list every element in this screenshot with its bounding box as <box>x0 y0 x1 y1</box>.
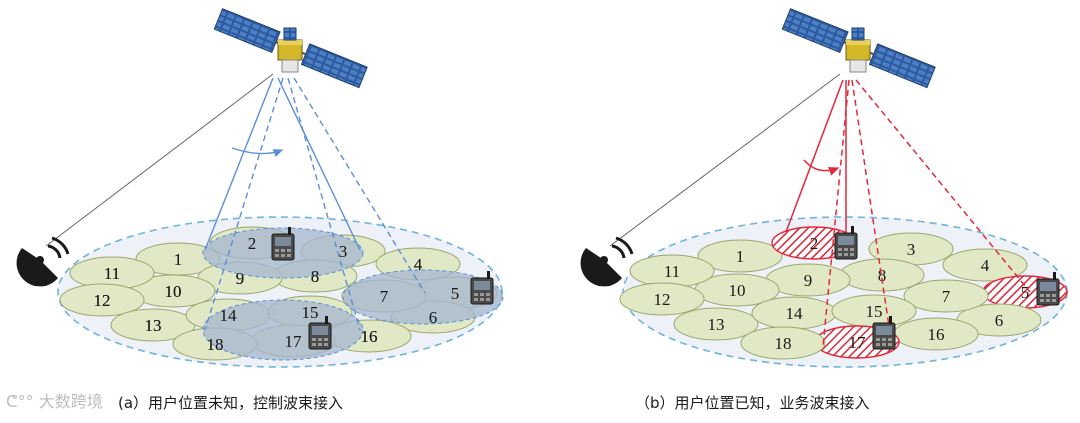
cell-label-b-8: 8 <box>878 266 887 285</box>
cell-label-b-10: 10 <box>729 281 746 300</box>
cell-b-1 <box>697 239 783 273</box>
cell-label-overlay-a-4: 4 <box>414 255 423 274</box>
cell-label-overlay-a-10: 10 <box>165 282 182 301</box>
control-beam-2 <box>342 269 504 325</box>
cell-label-b-15: 15 <box>866 302 883 321</box>
cell-label-overlay-a-5: 5 <box>451 284 460 303</box>
cell-label-overlay-a-16: 16 <box>361 327 378 346</box>
caption-a: (a）用户位置未知，控制波束接入 <box>118 394 344 412</box>
cell-label-overlay-a-14: 14 <box>220 306 238 325</box>
cell-label-b-9: 9 <box>804 271 813 290</box>
beam-cone-a <box>204 77 426 331</box>
cell-label-overlay-a-13: 13 <box>145 316 162 335</box>
cell-label-a-11: 11 <box>104 264 120 283</box>
cell-label-overlay-a-6: 6 <box>429 308 438 327</box>
cell-label-a-12: 12 <box>94 291 111 310</box>
cell-label-a-16: 16 <box>361 327 378 346</box>
cell-b-12 <box>619 282 705 316</box>
cell-label-a-10: 10 <box>165 282 182 301</box>
cell-b-18 <box>740 326 826 360</box>
cell-label-b-11: 11 <box>664 262 680 281</box>
cell-label-b-17: 17 <box>849 333 867 352</box>
cell-label-overlay-a-7: 7 <box>380 287 389 306</box>
cell-label-overlay-a-9: 9 <box>236 269 245 288</box>
cell-label-b-1: 1 <box>736 247 745 266</box>
cell-label-overlay-a-11: 11 <box>104 264 120 283</box>
cell-label-b-16: 16 <box>928 325 945 344</box>
cell-label-a-9: 9 <box>236 269 245 288</box>
cell-label-overlay-a-18: 18 <box>207 335 224 354</box>
ground-station-b-icon <box>579 236 634 288</box>
cell-label-overlay-a-8: 8 <box>311 267 320 286</box>
cell-a-12 <box>59 283 145 317</box>
cell-label-b-4: 4 <box>981 256 990 275</box>
cell-label-b-18: 18 <box>775 334 792 353</box>
ground-station-a-icon <box>15 236 70 288</box>
cell-label-overlay-a-17: 17 <box>285 332 303 351</box>
cell-label-b-6: 6 <box>995 311 1004 330</box>
cell-label-overlay-a-1: 1 <box>174 250 183 269</box>
service-beams-b <box>785 79 1031 347</box>
feeder-link-a <box>45 73 274 247</box>
cell-label-b-2: 2 <box>810 234 819 253</box>
cell-label-b-12: 12 <box>654 290 671 309</box>
caption-b: （b）用户位置已知，业务波束接入 <box>635 394 870 412</box>
cell-label-b-5: 5 <box>1021 283 1030 302</box>
cell-b-7 <box>903 279 989 313</box>
cell-b-13 <box>673 307 759 341</box>
cell-b-4 <box>942 248 1028 282</box>
cell-label-overlay-a-15: 15 <box>302 303 319 322</box>
cell-label-b-3: 3 <box>907 240 916 259</box>
feeder-link-b <box>609 73 841 247</box>
satellite-b-icon <box>781 7 937 89</box>
cell-label-a-13: 13 <box>145 316 162 335</box>
cell-label-a-8: 8 <box>311 267 320 286</box>
cell-label-a-1: 1 <box>174 250 183 269</box>
cell-label-overlay-a-2: 2 <box>248 234 257 253</box>
cell-label-a-4: 4 <box>414 255 423 274</box>
cell-label-b-7: 7 <box>942 287 951 306</box>
watermark: ᕦ°° 大数跨境 <box>6 392 103 411</box>
cell-label-overlay-a-3: 3 <box>339 242 348 261</box>
cell-label-overlay-a-12: 12 <box>94 291 111 310</box>
satellite-a-icon <box>213 7 369 89</box>
watermark-logo-icon: ᕦ°° <box>6 392 34 411</box>
cell-label-b-14: 14 <box>786 304 804 323</box>
cell-label-b-13: 13 <box>708 315 725 334</box>
